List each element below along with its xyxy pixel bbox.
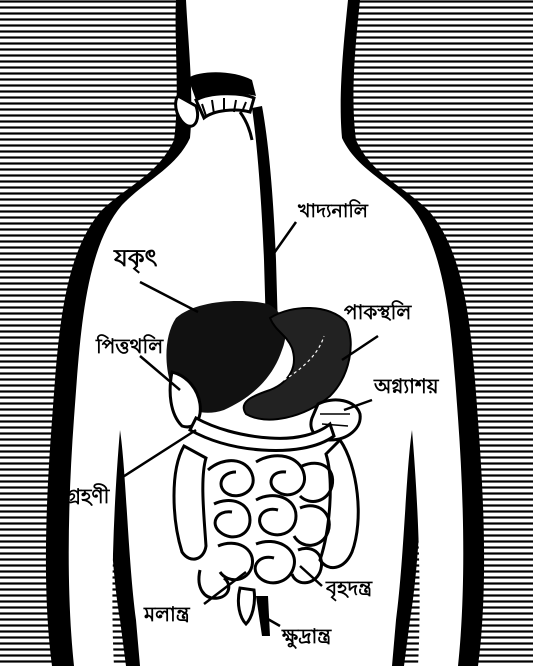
label-small-intestine: ক্ষুদ্রান্ত্র xyxy=(282,626,331,646)
label-pancreas: অগ্ন্যাশয় xyxy=(374,376,439,396)
label-large-intestine: বৃহদন্ত্র xyxy=(326,578,372,598)
label-stomach: পাকস্থলি xyxy=(344,302,411,322)
label-gallbladder: পিত্তথলি xyxy=(96,336,163,356)
label-esophagus: খাদ্যনালি xyxy=(298,202,368,221)
label-rectum: মলান্ত্র xyxy=(144,604,190,624)
label-duodenum: গ্রহণী xyxy=(66,486,109,506)
label-liver: যকৃৎ xyxy=(114,246,157,270)
